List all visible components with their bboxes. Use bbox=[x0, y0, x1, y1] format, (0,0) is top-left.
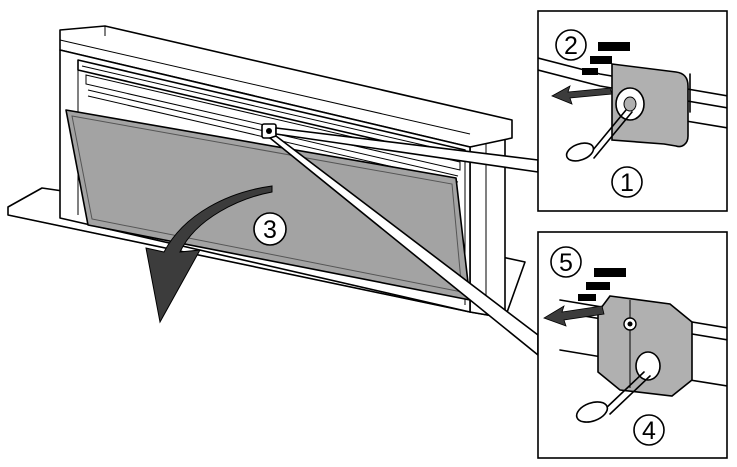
svg-text:2: 2 bbox=[564, 32, 578, 60]
step-badge-2: 2 bbox=[555, 29, 587, 61]
slide-arrow-bottom bbox=[543, 305, 605, 327]
svg-text:1: 1 bbox=[620, 169, 634, 197]
bracket-bottom bbox=[597, 295, 693, 397]
svg-text:5: 5 bbox=[559, 249, 573, 277]
extractor-hood bbox=[7, 25, 526, 319]
step-badge-1: 1 bbox=[611, 166, 643, 198]
detail-box-top bbox=[537, 10, 728, 212]
step-badge-4: 4 bbox=[633, 414, 665, 446]
tilt-arrow bbox=[145, 185, 273, 324]
callout-leaders bbox=[269, 127, 539, 356]
svg-text:4: 4 bbox=[642, 417, 656, 445]
svg-text:3: 3 bbox=[263, 216, 277, 244]
bracket-top bbox=[611, 63, 689, 148]
step-badge-5: 5 bbox=[550, 246, 582, 278]
step-badge-3: 3 bbox=[253, 212, 287, 246]
slide-arrow-top bbox=[551, 85, 613, 105]
